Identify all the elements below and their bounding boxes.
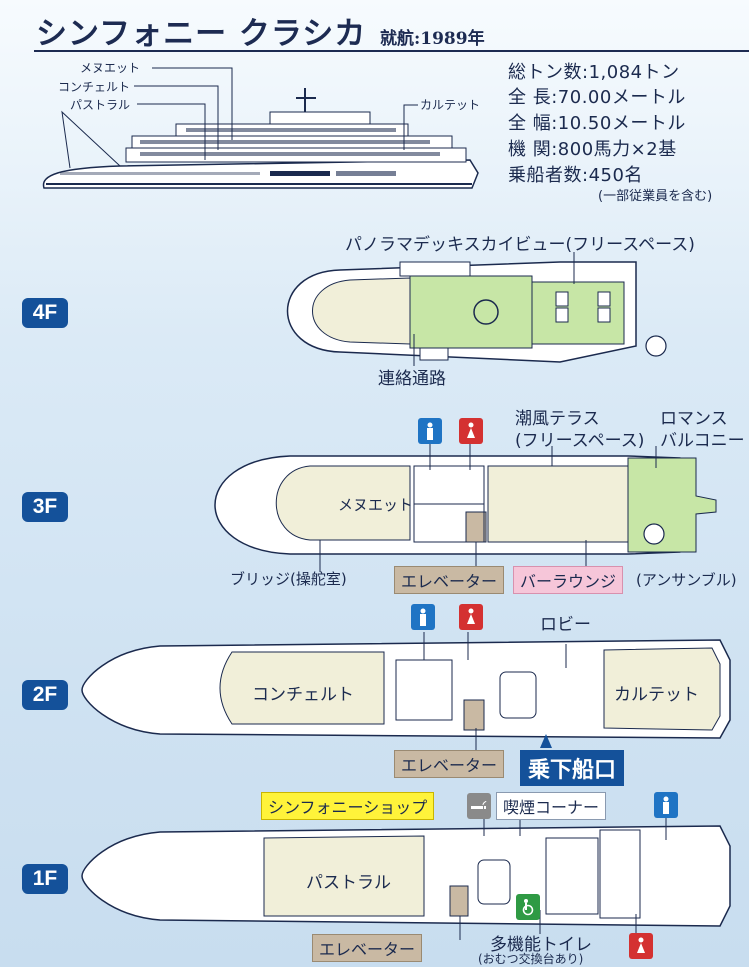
label-elevator-1f: エレベーター bbox=[312, 934, 423, 962]
label-ensemble: (アンサンブル) bbox=[636, 571, 737, 589]
profile-label-pastoral: パストラル bbox=[70, 98, 131, 112]
restroom-male-icon bbox=[418, 418, 442, 444]
ship-profile bbox=[42, 67, 479, 189]
label-elevator-2f: エレベーター bbox=[394, 750, 505, 778]
ship-title: シンフォニー クラシカ bbox=[36, 16, 367, 52]
label-bar-lounge: バーラウンジ bbox=[513, 566, 624, 594]
restroom-male-icon bbox=[654, 792, 678, 818]
label-bridge: ブリッジ(操舵室) bbox=[230, 570, 347, 588]
smoking-icon bbox=[467, 793, 491, 819]
restroom-female-icon bbox=[629, 933, 653, 959]
spec-length: 全 長:70.00メートル bbox=[508, 87, 686, 108]
label-shop: シンフォニーショップ bbox=[261, 792, 435, 820]
label-lobby: ロビー bbox=[540, 615, 591, 635]
label-balcony-2: バルコニー bbox=[660, 431, 745, 451]
label-smoking: 喫煙コーナー bbox=[496, 792, 607, 820]
title-rule bbox=[34, 50, 749, 52]
floor-badge-2f: 2F bbox=[22, 680, 68, 710]
spec-engine: 機 関:800馬力×2基 bbox=[508, 139, 677, 160]
spec-tonnage: 総トン数:1,084トン bbox=[508, 62, 680, 83]
label-accessible-toilet: 多機能トイレ bbox=[490, 935, 592, 955]
floor-badge-1f: 1F bbox=[22, 864, 68, 894]
label-balcony: ロマンス bbox=[660, 409, 728, 429]
label-pastoral: パストラル bbox=[306, 873, 391, 893]
restroom-male-icon bbox=[411, 604, 435, 630]
label-terrace: 潮風テラス bbox=[515, 409, 600, 429]
service-since: 就航:1989年 bbox=[380, 29, 485, 49]
label-concert: コンチェルト bbox=[252, 685, 354, 705]
floor-badge-3f: 3F bbox=[22, 492, 68, 522]
spec-capacity: 乗船者数:450名 bbox=[508, 165, 643, 186]
label-boarding: 乗下船口 bbox=[520, 750, 625, 786]
label-terrace-free: (フリースペース) bbox=[515, 431, 645, 451]
label-panorama-deck: パノラマデッキスカイビュー(フリースペース) bbox=[345, 235, 695, 255]
label-elevator-3f: エレベーター bbox=[394, 566, 505, 594]
restroom-female-icon bbox=[459, 604, 483, 630]
profile-label-concert: コンチェルト bbox=[58, 80, 131, 94]
spec-capacity-note: (一部従業員を含む) bbox=[598, 189, 713, 204]
accessible-icon bbox=[516, 894, 540, 920]
restroom-female-icon bbox=[459, 418, 483, 444]
label-menuet: メヌエット bbox=[338, 496, 414, 514]
spec-width: 全 幅:10.50メートル bbox=[508, 113, 686, 134]
label-quartet: カルテット bbox=[614, 685, 699, 705]
profile-label-quartet: カルテット bbox=[420, 98, 481, 112]
floor-badge-4f: 4F bbox=[22, 298, 68, 328]
profile-label-menuet: メヌエット bbox=[80, 61, 141, 75]
label-corridor: 連絡通路 bbox=[378, 369, 446, 389]
label-toilet-note: (おむつ交換台あり) bbox=[478, 952, 584, 966]
